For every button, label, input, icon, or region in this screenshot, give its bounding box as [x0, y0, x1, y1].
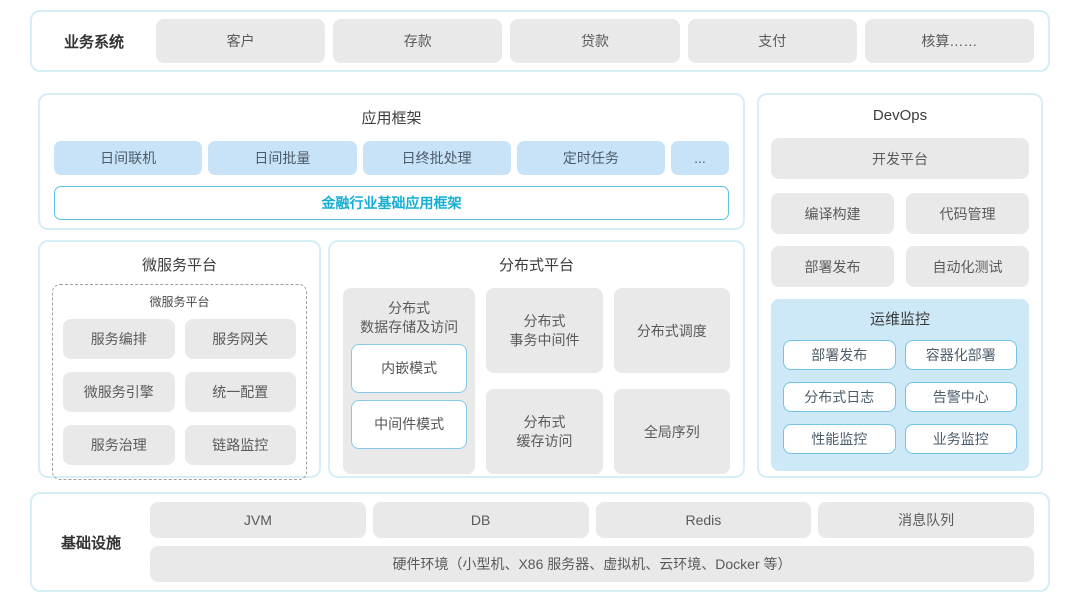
distributed-storage-label: 分布式 数据存储及访问: [360, 300, 459, 335]
ops-monitoring-title: 运维监控: [869, 311, 930, 328]
business-item-payment: 支付: [687, 19, 857, 63]
infra-item-redis: Redis: [595, 502, 812, 538]
ms-item-trace-monitoring: 链路监控: [184, 425, 296, 465]
mon-item-container-deploy: 容器化部署: [904, 340, 1017, 370]
business-systems-row: 客户 存款 贷款 支付 核算……: [156, 19, 1035, 63]
app-framework-panel: 应用框架 日间联机 日间批量 日终批处理 定时任务 ... 金融行业基础应用框架: [38, 93, 745, 230]
infrastructure-label: 基础设施: [60, 534, 121, 552]
business-item-deposit: 存款: [333, 19, 503, 63]
app-framework-row: 日间联机 日间批量 日终批处理 定时任务 ...: [54, 141, 729, 175]
framework-item-scheduled-task: 定时任务: [516, 141, 665, 175]
distributed-col-middle: 分布式 事务中间件 分布式 缓存访问: [486, 288, 603, 474]
middleware-mode-box: 中间件模式: [351, 399, 468, 449]
dev-platform-box: 开发平台: [771, 138, 1029, 179]
devops-item-build: 编译构建: [771, 193, 894, 234]
microservice-platform-title: 微服务平台: [141, 257, 217, 274]
distributed-platform-panel: 分布式平台 分布式 数据存储及访问 内嵌模式 中间件模式 分布式 事务中间件 分…: [328, 240, 745, 478]
mon-item-alert-center: 告警中心: [904, 382, 1017, 412]
infra-item-db: DB: [372, 502, 589, 538]
business-systems-label: 业务系统: [63, 33, 124, 51]
framework-item-daytime-batch: 日间批量: [208, 141, 357, 175]
base-framework-box: 金融行业基础应用框架: [54, 186, 729, 220]
infrastructure-stack: JVM DB Redis 消息队列 硬件环境（小型机、X86 服务器、虚拟机、云…: [150, 502, 1034, 582]
embedded-mode-box: 内嵌模式: [351, 343, 468, 393]
hardware-environment-box: 硬件环境（小型机、X86 服务器、虚拟机、云环境、Docker 等）: [150, 546, 1034, 582]
mon-item-distributed-logs: 分布式日志: [783, 382, 896, 412]
ms-item-service-orchestration: 服务编排: [63, 319, 175, 359]
devops-item-deploy-release: 部署发布: [771, 246, 894, 287]
ops-monitoring-grid: 部署发布 容器化部署 分布式日志 告警中心 性能监控 业务监控: [783, 340, 1017, 454]
microservice-platform-panel: 微服务平台 微服务平台 服务编排 服务网关 微服务引擎 统一配置 服务治理 链路…: [38, 240, 321, 480]
microservice-inner-box: 微服务平台 服务编排 服务网关 微服务引擎 统一配置 服务治理 链路监控: [52, 284, 307, 480]
framework-item-daytime-online: 日间联机: [54, 141, 203, 175]
ms-item-service-governance: 服务治理: [63, 425, 175, 465]
distributed-col-right: 分布式调度 全局序列: [613, 288, 730, 474]
microservice-grid: 服务编排 服务网关 微服务引擎 统一配置 服务治理 链路监控: [63, 319, 296, 465]
mon-item-performance-monitoring: 性能监控: [783, 424, 896, 454]
distributed-cache-box: 分布式 缓存访问: [486, 389, 603, 474]
mon-item-business-monitoring: 业务监控: [904, 424, 1017, 454]
distributed-platform-title: 分布式平台: [498, 257, 574, 274]
ms-item-service-gateway: 服务网关: [184, 319, 296, 359]
mon-item-deploy-release: 部署发布: [783, 340, 896, 370]
infrastructure-panel: 基础设施 JVM DB Redis 消息队列 硬件环境（小型机、X86 服务器、…: [30, 492, 1050, 592]
ms-item-microservice-engine: 微服务引擎: [63, 372, 175, 412]
business-item-accounting: 核算……: [864, 19, 1035, 63]
infra-item-jvm: JVM: [150, 502, 366, 538]
ops-monitoring-panel: 运维监控 部署发布 容器化部署 分布式日志 告警中心 性能监控 业务监控: [771, 299, 1029, 471]
business-systems-panel: 业务系统 客户 存款 贷款 支付 核算……: [30, 10, 1050, 72]
devops-panel: DevOps 开发平台 编译构建 代码管理 部署发布 自动化测试 运维监控 部署…: [757, 93, 1043, 478]
devops-grid: 编译构建 代码管理 部署发布 自动化测试: [771, 193, 1029, 287]
infra-item-message-queue: 消息队列: [818, 502, 1034, 538]
devops-item-automated-testing: 自动化测试: [906, 246, 1029, 287]
distributed-transaction-box: 分布式 事务中间件: [486, 288, 603, 373]
distributed-scheduling-box: 分布式调度: [613, 288, 730, 373]
distributed-storage-box: 分布式 数据存储及访问 内嵌模式 中间件模式: [343, 288, 476, 474]
business-item-customer: 客户: [156, 19, 326, 63]
global-sequence-box: 全局序列: [613, 389, 730, 474]
framework-item-more: ...: [671, 141, 729, 175]
infrastructure-row: JVM DB Redis 消息队列: [150, 502, 1034, 538]
distributed-columns: 分布式 数据存储及访问 内嵌模式 中间件模式 分布式 事务中间件 分布式 缓存访…: [343, 288, 730, 474]
devops-item-code-mgmt: 代码管理: [906, 193, 1029, 234]
framework-item-eod-batch: 日终批处理: [362, 141, 511, 175]
ms-item-unified-config: 统一配置: [184, 372, 296, 412]
app-framework-title: 应用框架: [361, 110, 422, 127]
devops-title: DevOps: [872, 107, 928, 124]
microservice-inner-title: 微服务平台: [149, 295, 210, 309]
business-item-loan: 贷款: [510, 19, 680, 63]
